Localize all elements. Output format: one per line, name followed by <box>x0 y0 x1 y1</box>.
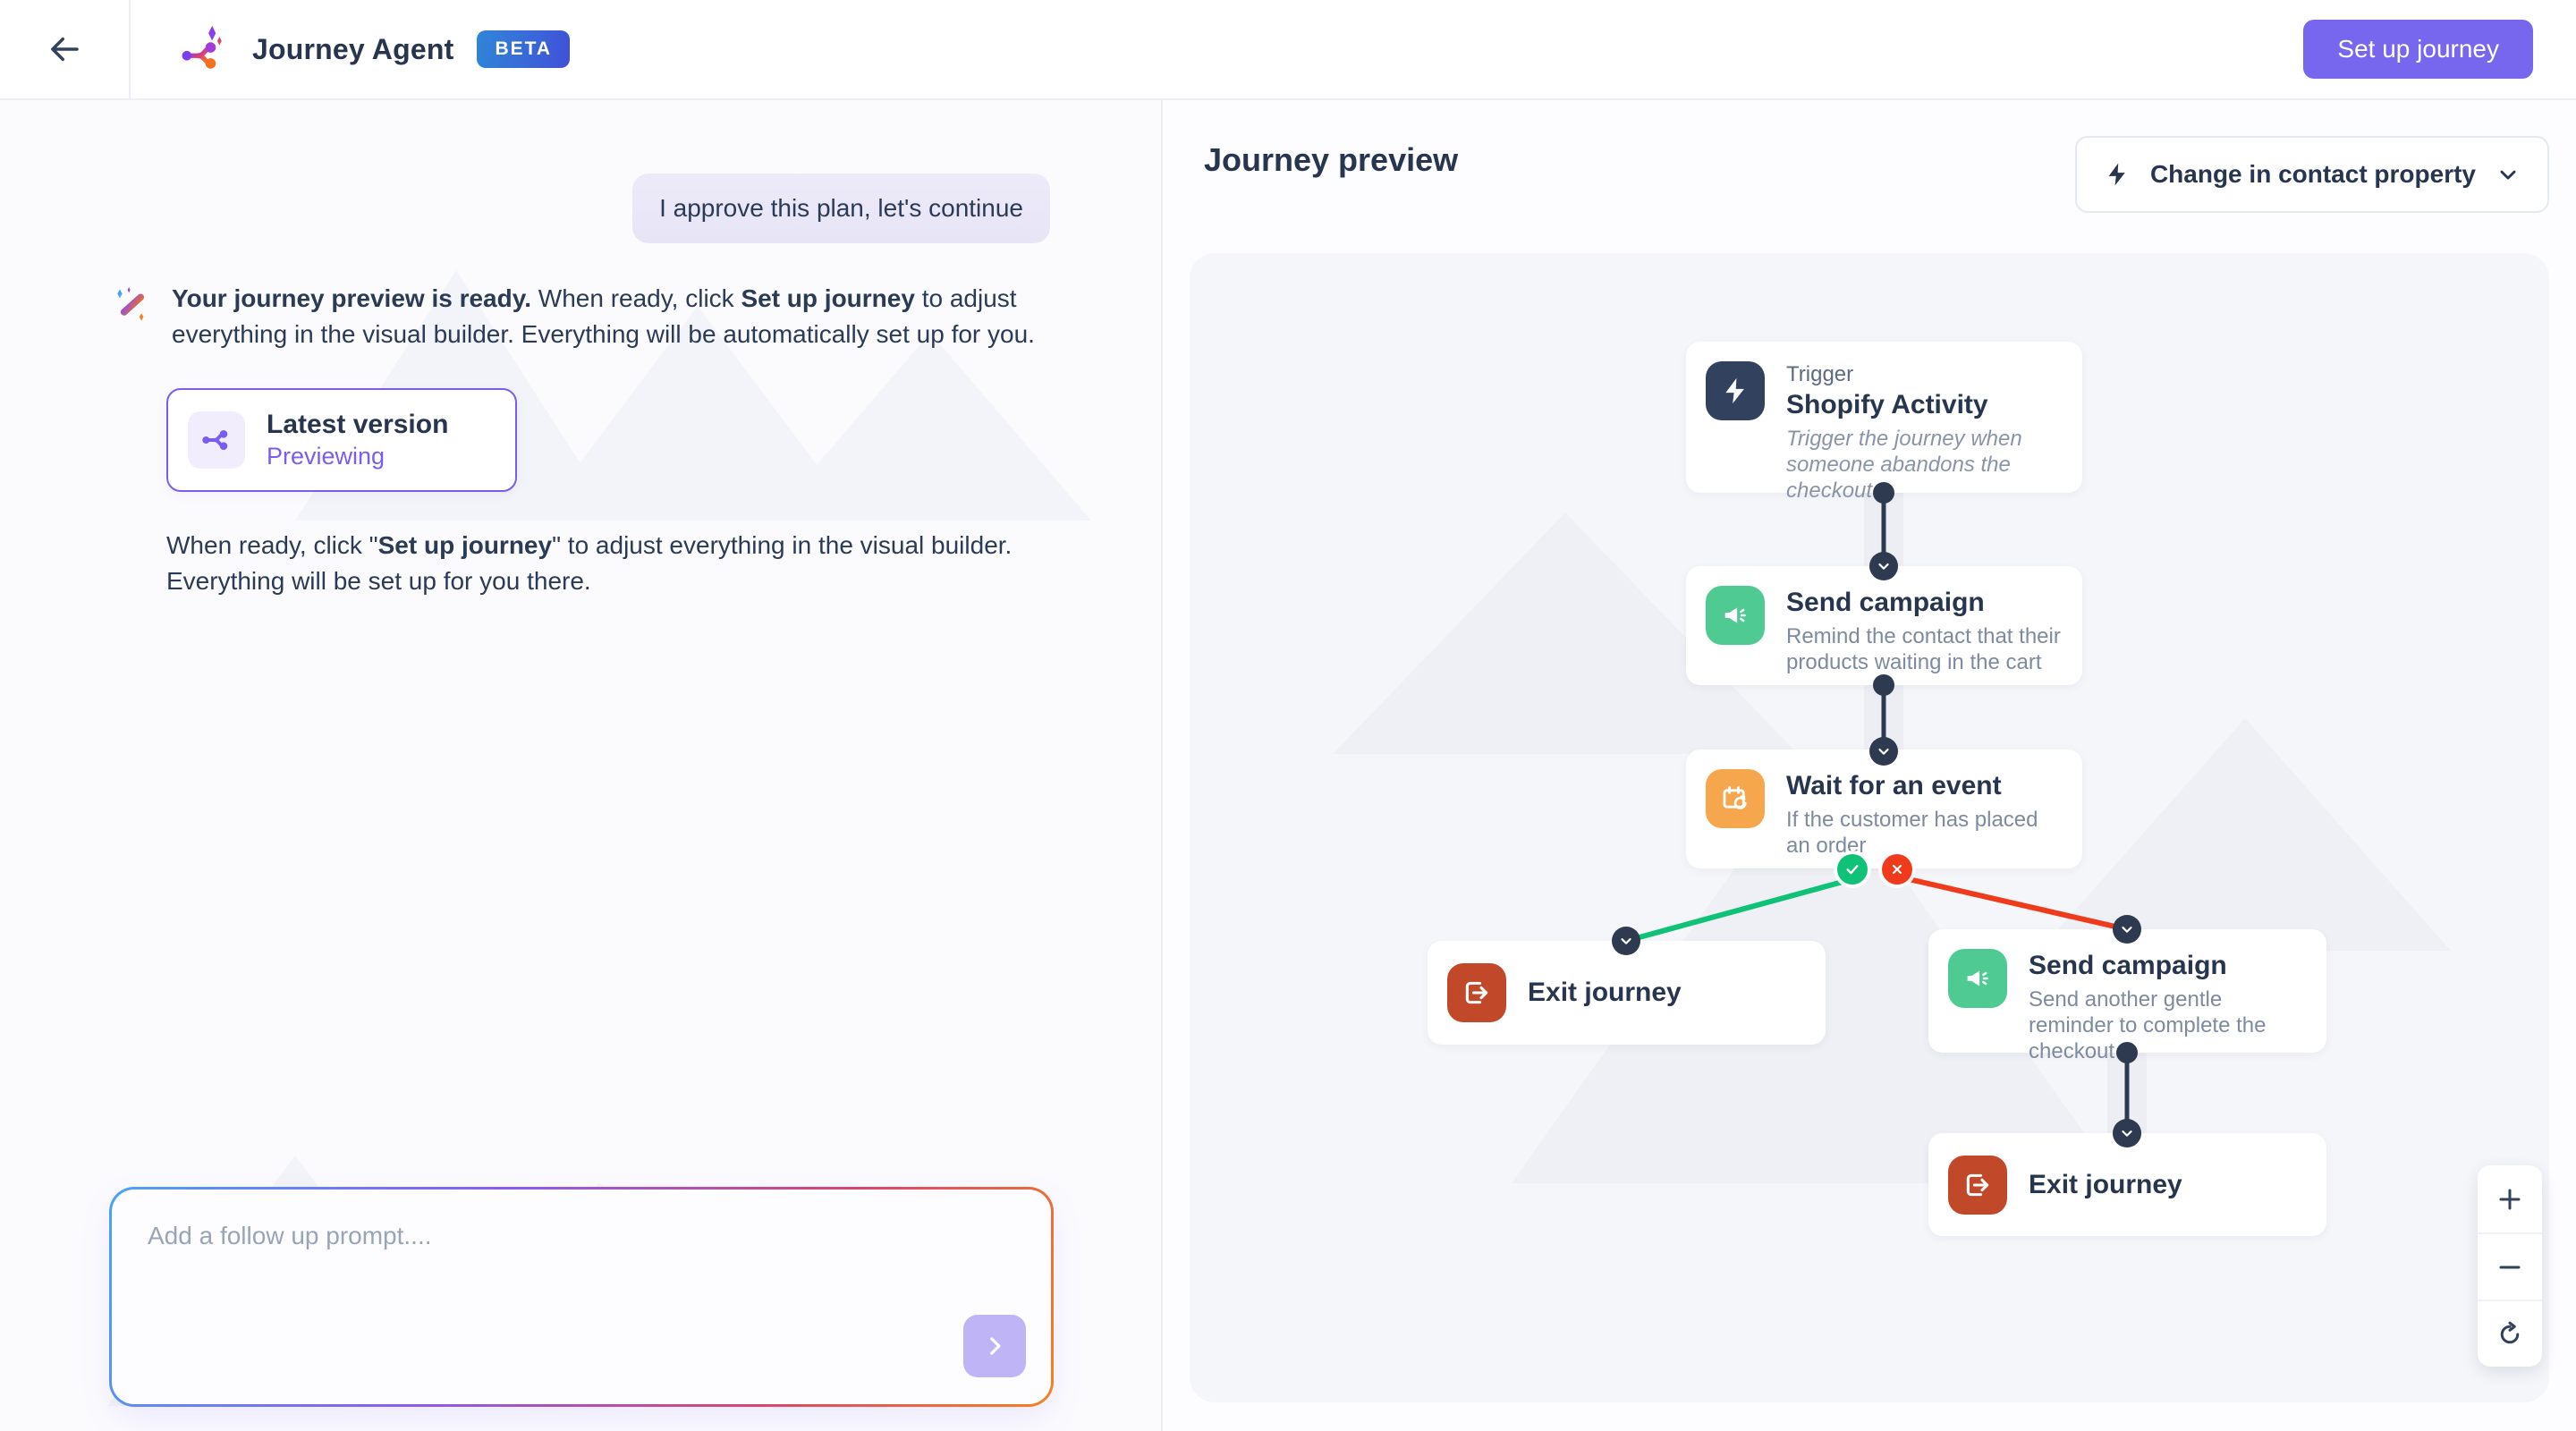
assistant-bold-intro: Your journey preview is ready. <box>172 284 531 312</box>
assistant-text-mid: When ready, click <box>531 284 741 312</box>
assistant-message: Your journey preview is ready. When read… <box>111 281 1041 352</box>
node-description: If the customer has placed an order <box>1786 808 2038 858</box>
connector-dot <box>1873 674 1894 696</box>
zoom-out-button[interactable] <box>2478 1232 2542 1300</box>
arrow-left-icon <box>51 37 79 62</box>
assistant-text-end: to adjust everything in the visual build… <box>172 284 1035 348</box>
journey-branch-icon <box>188 411 245 469</box>
preview-title: Journey preview <box>1204 141 1459 178</box>
chevron-down-icon <box>2113 915 2141 944</box>
connector-lines <box>1623 493 2130 1133</box>
journey-canvas[interactable]: Trigger Shopify Activity Trigger the jou… <box>1190 253 2549 1402</box>
chevron-right-icon <box>990 1337 1001 1355</box>
note-post: " to adjust everything in the visual bui… <box>166 531 1013 595</box>
refresh-icon <box>2500 1321 2520 1343</box>
back-button[interactable] <box>0 0 131 98</box>
exit-door-icon <box>1447 963 1506 1022</box>
node-wait-for-event[interactable]: Wait for an event If the customer has pl… <box>1686 749 2082 868</box>
node-title: Send campaign <box>2029 951 2227 980</box>
brand: Journey Agent BETA <box>131 23 571 75</box>
node-title: Exit journey <box>1528 978 1682 1007</box>
node-text: Trigger Shopify Activity Trigger the jou… <box>1786 361 2063 503</box>
latest-version-card[interactable]: Latest version Previewing <box>166 388 517 492</box>
node-text: Send campaign Remind the contact that th… <box>1786 586 2063 674</box>
canvas-zoom-controls <box>2478 1165 2542 1367</box>
user-message-bubble: I approve this plan, let's continue <box>632 174 1050 243</box>
plus-icon <box>2499 1189 2521 1209</box>
beta-badge: BETA <box>477 30 571 68</box>
zoom-in-button[interactable] <box>2478 1165 2542 1232</box>
node-description: Remind the contact that their products w… <box>1786 624 2061 674</box>
follow-up-note: When ready, click "Set up journey" to ad… <box>166 528 1043 599</box>
chevron-down-icon <box>1869 552 1898 580</box>
version-card-status: Previewing <box>267 443 386 470</box>
chevron-down-icon <box>2500 170 2516 180</box>
chat-panel: I approve this plan, let's continue Your… <box>0 100 1163 1431</box>
prompt-input-container <box>109 1187 1054 1407</box>
send-prompt-button[interactable] <box>963 1315 1026 1377</box>
node-description: Send another gentle reminder to complete… <box>2029 987 2267 1063</box>
minus-icon <box>2499 1266 2521 1268</box>
note-pre: When ready, click " <box>166 531 378 559</box>
contact-property-dropdown[interactable]: Change in contact property <box>2074 136 2549 213</box>
exit-door-icon <box>1948 1155 2007 1215</box>
chevron-down-icon <box>1869 737 1898 766</box>
chevron-down-icon <box>1612 927 1640 955</box>
node-title: Send campaign <box>1786 588 1985 617</box>
node-exit-journey-1[interactable]: Exit journey <box>1428 941 1826 1045</box>
app-title: Journey Agent <box>252 32 454 65</box>
set-up-journey-button[interactable]: Set up journey <box>2303 20 2533 79</box>
version-card-title: Latest version <box>267 410 449 439</box>
calendar-clock-icon <box>1706 769 1765 828</box>
node-title: Exit journey <box>2029 1169 2182 1199</box>
lightning-icon <box>1706 361 1765 420</box>
connector-dot <box>1873 482 1894 504</box>
node-title: Wait for an event <box>1786 771 2002 800</box>
follow-up-prompt-input[interactable] <box>112 1190 1051 1404</box>
node-description: Trigger the journey when someone abandon… <box>1786 427 2022 503</box>
branch-yes-check-icon <box>1837 854 1868 885</box>
lightning-icon <box>2108 163 2125 186</box>
journey-agent-logo-icon <box>182 25 222 69</box>
note-bold: Set up journey <box>377 531 553 559</box>
node-title: Shopify Activity <box>1786 390 1988 419</box>
connector-dot <box>2116 1042 2138 1063</box>
node-kicker: Trigger <box>1786 362 1854 386</box>
branch-no-cross-icon <box>1882 854 1912 885</box>
assistant-message-text: Your journey preview is ready. When read… <box>172 281 1041 352</box>
megaphone-icon <box>1706 586 1765 645</box>
node-send-campaign-1[interactable]: Send campaign Remind the contact that th… <box>1686 566 2082 685</box>
megaphone-icon <box>1948 949 2007 1008</box>
journey-preview-panel: Journey preview Change in contact proper… <box>1165 100 2576 1431</box>
version-card-text: Latest version Previewing <box>267 409 448 471</box>
node-text: Wait for an event If the customer has pl… <box>1786 769 2063 858</box>
node-send-campaign-2[interactable]: Send campaign Send another gentle remind… <box>1928 929 2326 1063</box>
top-header: Journey Agent BETA Set up journey <box>0 0 2576 100</box>
node-text: Send campaign Send another gentle remind… <box>2029 949 2307 1063</box>
reset-view-button[interactable] <box>2478 1300 2542 1367</box>
assistant-bold-action: Set up journey <box>741 284 915 312</box>
node-exit-journey-2[interactable]: Exit journey <box>1928 1133 2326 1236</box>
node-trigger[interactable]: Trigger Shopify Activity Trigger the jou… <box>1686 342 2082 503</box>
chevron-down-icon <box>2113 1119 2141 1147</box>
magic-wand-icon <box>117 287 145 321</box>
dropdown-label: Change in contact property <box>2149 160 2476 188</box>
